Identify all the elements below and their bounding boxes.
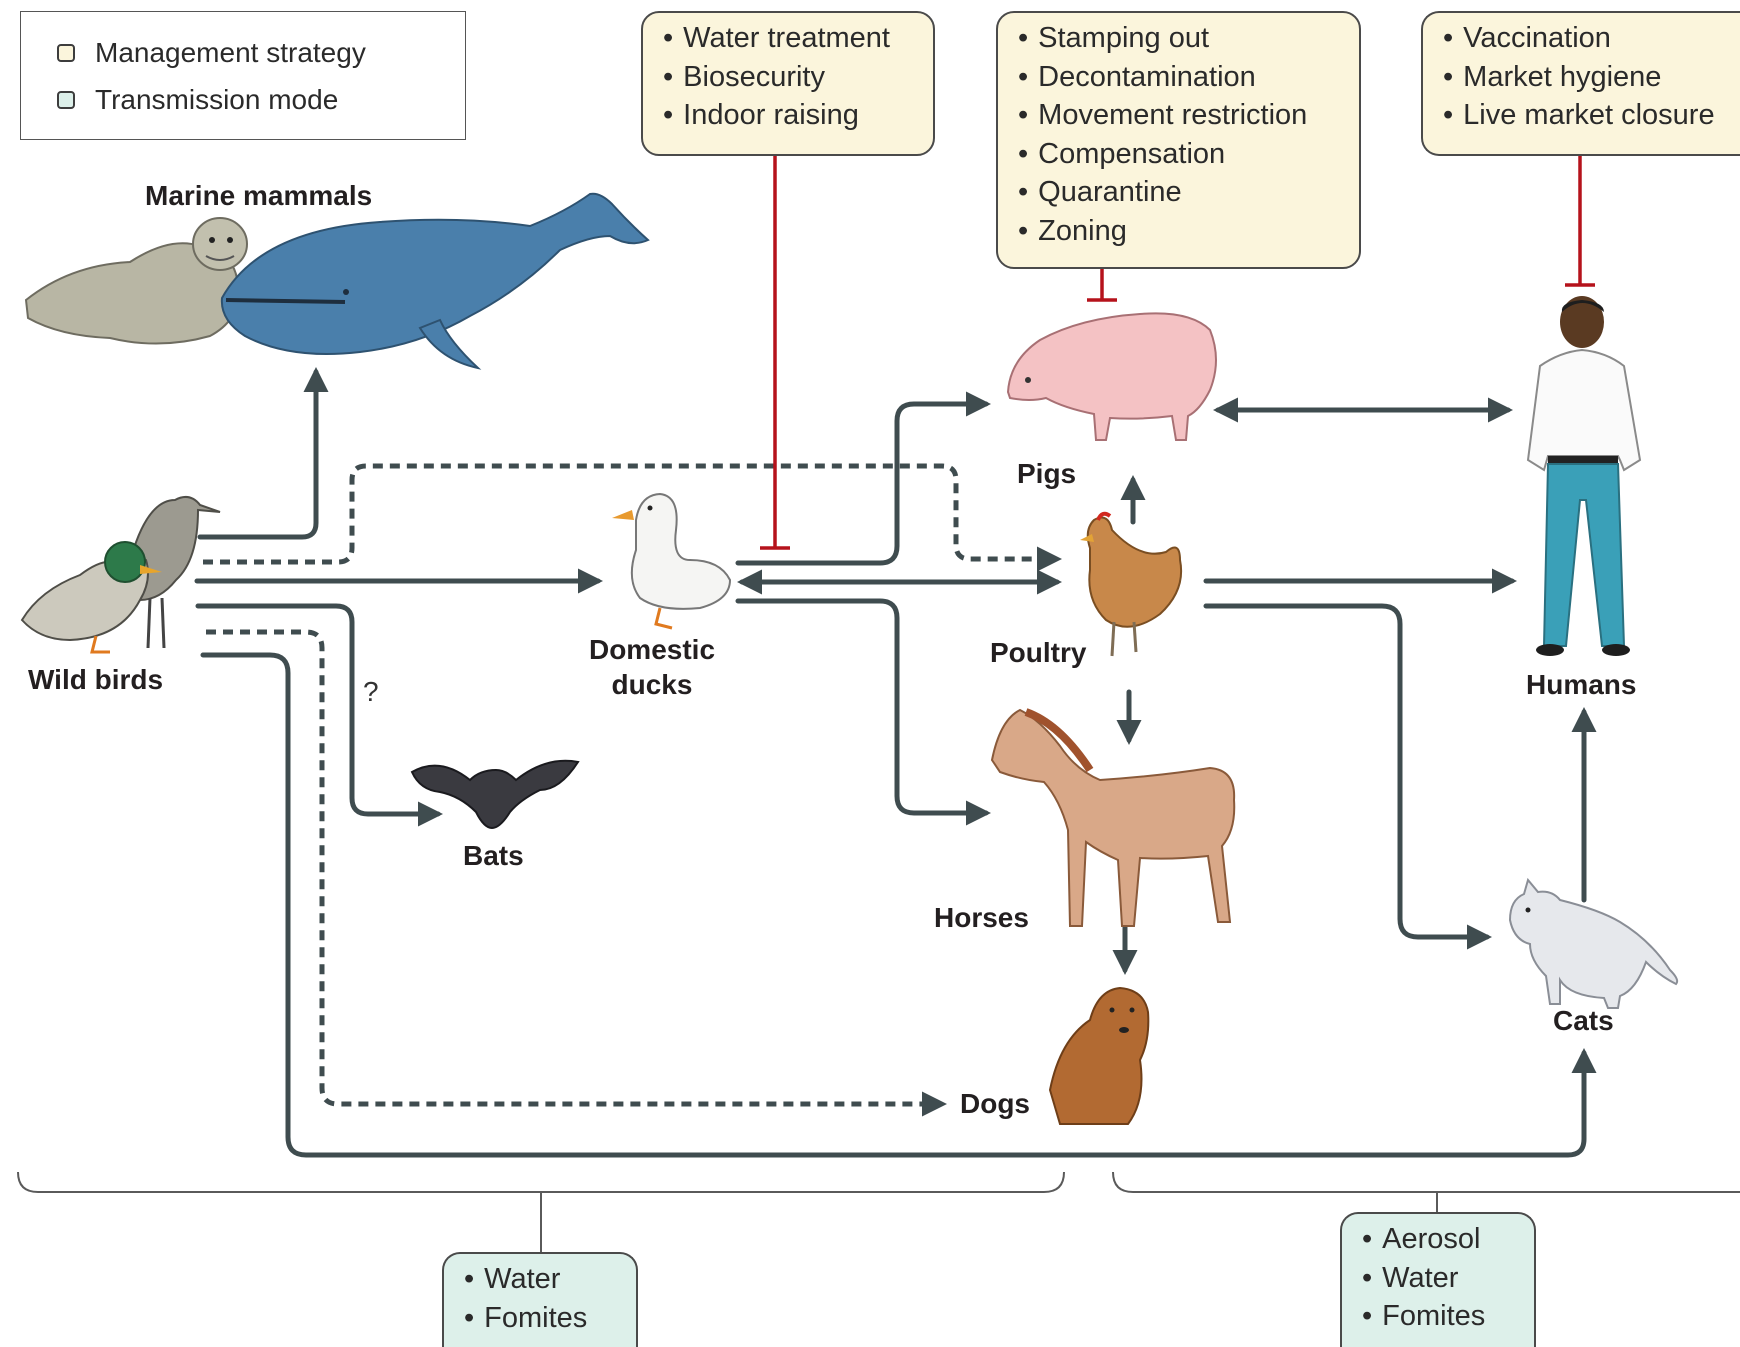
label-pigs: Pigs bbox=[1017, 458, 1077, 489]
management-item: Biosecurity bbox=[663, 58, 933, 97]
bracket-right bbox=[1112, 1171, 1740, 1193]
cat-illustration bbox=[1508, 877, 1679, 1009]
label-dogs: Dogs bbox=[960, 1088, 1030, 1119]
management-box-pigs: Stamping out Decontamination Movement re… bbox=[996, 11, 1361, 269]
label-cats: Cats bbox=[1553, 1005, 1614, 1036]
seal-illustration bbox=[24, 217, 248, 345]
transmission-item: Water bbox=[1362, 1259, 1534, 1298]
pig-illustration bbox=[1006, 312, 1217, 441]
poultry-illustration bbox=[1080, 511, 1182, 657]
bat-illustration bbox=[410, 759, 580, 830]
dashed-arrow-wildbirds-poultry bbox=[203, 463, 1062, 572]
management-item: Compensation bbox=[1018, 135, 1359, 174]
bracket-left bbox=[17, 1171, 1065, 1193]
transmission-swatch bbox=[57, 91, 75, 109]
arrow-ducks-pigs bbox=[735, 391, 991, 566]
label-horses: Horses bbox=[934, 902, 1029, 933]
whale-illustration bbox=[220, 192, 650, 370]
label-domestic-ducks: Domestic ducks bbox=[582, 632, 722, 702]
management-item: Live market closure bbox=[1443, 96, 1740, 135]
unknown-transmission-marker: ? bbox=[363, 676, 379, 707]
label-bats: Bats bbox=[463, 840, 524, 871]
legend-label-management: Management strategy bbox=[95, 37, 366, 68]
arrow-ducks-horses bbox=[735, 598, 991, 826]
management-item: Decontamination bbox=[1018, 58, 1359, 97]
label-marine-mammals: Marine mammals bbox=[145, 180, 373, 211]
management-swatch bbox=[57, 44, 75, 62]
management-item: Vaccination bbox=[1443, 19, 1740, 58]
management-item: Quarantine bbox=[1018, 173, 1359, 212]
transmission-item: Fomites bbox=[464, 1299, 636, 1338]
wild-birds-illustration bbox=[20, 495, 221, 654]
transmission-item: Water bbox=[464, 1260, 636, 1299]
management-item: Zoning bbox=[1018, 212, 1359, 251]
management-item: Market hygiene bbox=[1443, 58, 1740, 97]
label-poultry: Poultry bbox=[990, 637, 1087, 668]
label-domestic-ducks-line2: ducks bbox=[611, 669, 693, 700]
transmission-box-left: Water Fomites bbox=[442, 1252, 638, 1347]
dog-illustration bbox=[1048, 986, 1150, 1125]
management-item: Movement restriction bbox=[1018, 96, 1359, 135]
legend-label-transmission: Transmission mode bbox=[95, 84, 339, 115]
management-box-humans: Vaccination Market hygiene Live market c… bbox=[1421, 11, 1740, 156]
arrow-poultry-cats bbox=[1203, 603, 1492, 950]
arrow-wildbirds-marine bbox=[197, 367, 329, 540]
management-item: Stamping out bbox=[1018, 19, 1359, 58]
management-item: Water treatment bbox=[663, 19, 933, 58]
duck-illustration bbox=[612, 492, 732, 630]
arrow-wildbirds-bats bbox=[195, 603, 443, 827]
human-illustration bbox=[1526, 296, 1642, 656]
legend-item-management: Management strategy bbox=[57, 37, 366, 69]
label-humans: Humans bbox=[1526, 669, 1637, 700]
management-item: Indoor raising bbox=[663, 96, 933, 135]
management-box-water: Water treatment Biosecurity Indoor raisi… bbox=[641, 11, 935, 156]
label-domestic-ducks-line1: Domestic bbox=[588, 634, 716, 665]
arrow-wildbirds-cats bbox=[200, 652, 1597, 1158]
transmission-item: Fomites bbox=[1362, 1297, 1534, 1336]
dashed-arrow-wildbirds-dogs bbox=[206, 629, 947, 1117]
label-wild-birds: Wild birds bbox=[28, 664, 164, 695]
transmission-item: Aerosol bbox=[1362, 1220, 1534, 1259]
transmission-box-right: Aerosol Water Fomites bbox=[1340, 1212, 1536, 1347]
horse-illustration bbox=[990, 708, 1236, 927]
legend-item-transmission: Transmission mode bbox=[57, 84, 338, 116]
legend: Management strategy Transmission mode bbox=[20, 11, 466, 140]
